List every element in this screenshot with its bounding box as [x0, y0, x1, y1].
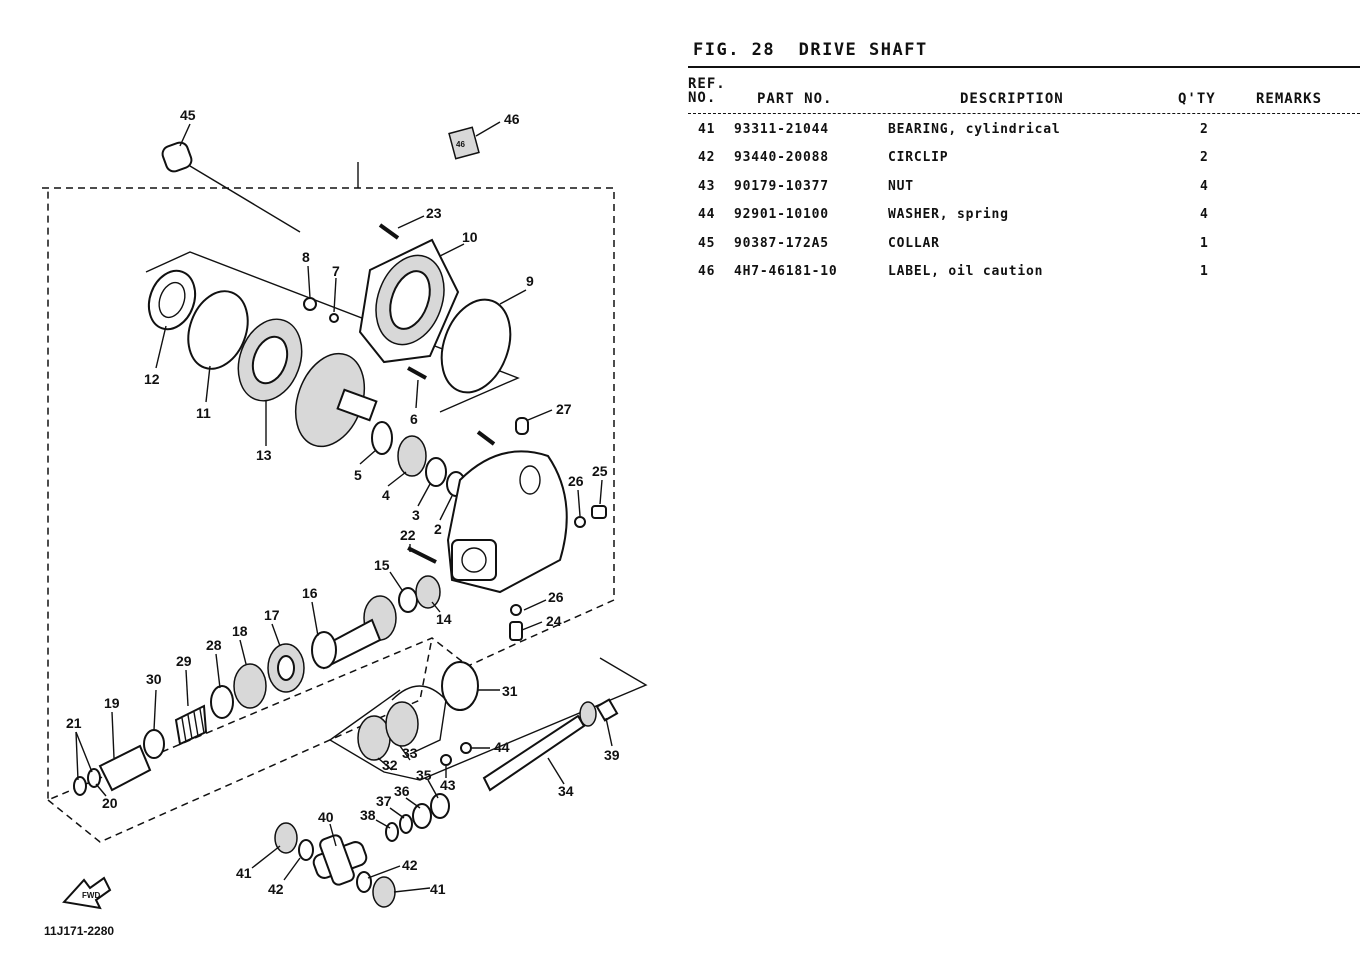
catalog-code: 11J171-2280: [44, 924, 115, 938]
universal-joint-40: [312, 834, 368, 886]
callout: 40: [318, 809, 334, 825]
table-top-rule: [688, 66, 1360, 68]
header-part-no: PART NO.: [757, 91, 833, 107]
part-no-cell: 92901-10100: [734, 207, 829, 223]
description-cell: LABEL, oil caution: [888, 263, 1044, 279]
callout: 13: [256, 447, 272, 463]
callout: 42: [268, 881, 284, 897]
svg-text:FWD: FWD: [82, 891, 100, 900]
callout: 16: [302, 585, 318, 601]
header-remarks: REMARKS: [1256, 91, 1323, 107]
description-cell: BEARING, cylindrical: [888, 122, 1061, 137]
part-no-cell: 93311-21044: [734, 122, 829, 137]
callout: 9: [526, 273, 534, 289]
callout: 22: [400, 527, 416, 543]
figure-title: FIG. 28 DRIVE SHAFT: [693, 40, 928, 60]
callout: 5: [354, 467, 362, 483]
ref-cell: 41: [698, 122, 716, 137]
callout-labels: 45 46 23 10 8 7 9 12 11 13 6 27 5 4 3 2 …: [66, 107, 620, 897]
description-cell: WASHER, spring: [888, 207, 1009, 223]
ref-cell: 45: [698, 235, 716, 251]
callout: 19: [104, 695, 120, 711]
description-cell: COLLAR: [888, 235, 940, 251]
ref-cell: 44: [698, 207, 716, 223]
oil-caution-label-icon: 46: [448, 126, 480, 160]
qty-cell: 2: [1200, 150, 1209, 166]
callout: 11: [196, 405, 211, 421]
callout: 17: [264, 607, 280, 623]
collar-part-45: [161, 141, 301, 233]
callout: 21: [66, 715, 82, 731]
callout: 18: [232, 623, 248, 639]
callout: 4: [382, 487, 390, 503]
part-no-cell: 93440-20088: [734, 150, 829, 166]
drive-pinion-16: [311, 595, 397, 670]
callout: 3: [412, 507, 420, 523]
table-header-rule: [688, 113, 1360, 114]
header-description: DESCRIPTION: [960, 91, 1064, 107]
lower-outline: [47, 637, 433, 843]
callout: 8: [302, 249, 310, 265]
callout: 35: [416, 767, 432, 783]
description-cell: CIRCLIP: [888, 150, 949, 166]
header-qty: Q'TY: [1178, 91, 1216, 107]
callout: 38: [360, 807, 376, 823]
callout: 42: [402, 857, 418, 873]
callout: 30: [146, 671, 162, 687]
callout: 7: [332, 263, 340, 279]
callout: 27: [556, 401, 572, 417]
qty-cell: 2: [1200, 122, 1209, 137]
callout: 23: [426, 205, 442, 221]
exploded-parts-diagram: 46: [42, 107, 648, 910]
o-ring-9: [440, 298, 512, 394]
callout: 29: [176, 653, 192, 669]
callout: 25: [592, 463, 608, 479]
o-ring-11: [187, 290, 249, 370]
callout: 24: [546, 613, 562, 629]
callout: 26: [548, 589, 564, 605]
callout: 33: [402, 745, 418, 761]
callout: 46: [504, 111, 520, 127]
callout: 32: [382, 757, 398, 773]
callout: 31: [502, 683, 518, 699]
callout: 6: [410, 411, 418, 427]
bearing-housing-10: [358, 238, 460, 364]
callout: 26: [568, 473, 584, 489]
leader-lines: [75, 121, 613, 893]
svg-text:46: 46: [456, 140, 465, 149]
callout: 36: [394, 783, 410, 799]
drive-shaft-34: [482, 698, 619, 792]
callout: 45: [180, 107, 196, 123]
header-ref-no: REF. NO.: [688, 76, 726, 106]
callout: 2: [434, 521, 442, 537]
front-direction-arrow-icon: FWD: [62, 876, 112, 910]
gear-case: [446, 450, 568, 594]
callout: 34: [558, 783, 574, 799]
qty-cell: 1: [1200, 263, 1209, 279]
callout: 44: [494, 739, 510, 755]
callout: 20: [102, 795, 118, 811]
part-no-cell: 4H7-46181-10: [734, 263, 838, 279]
callout: 14: [436, 611, 452, 627]
ref-cell: 42: [698, 150, 716, 166]
ref-cell: 46: [698, 263, 716, 279]
callout: 37: [376, 793, 392, 809]
callout: 41: [236, 865, 252, 881]
callout: 15: [374, 557, 390, 573]
oil-seal-12: [147, 269, 197, 331]
callout: 28: [206, 637, 222, 653]
callout: 10: [462, 229, 478, 245]
part-no-cell: 90387-172A5: [734, 235, 829, 251]
qty-cell: 4: [1200, 178, 1209, 194]
qty-cell: 1: [1200, 235, 1209, 251]
callout: 39: [604, 747, 620, 763]
callout: 41: [430, 881, 446, 897]
part-no-cell: 90179-10377: [734, 178, 829, 194]
callout: 43: [440, 777, 456, 793]
description-cell: NUT: [888, 178, 914, 194]
ref-cell: 43: [698, 178, 716, 194]
qty-cell: 4: [1200, 207, 1209, 223]
callout: 12: [144, 371, 160, 387]
